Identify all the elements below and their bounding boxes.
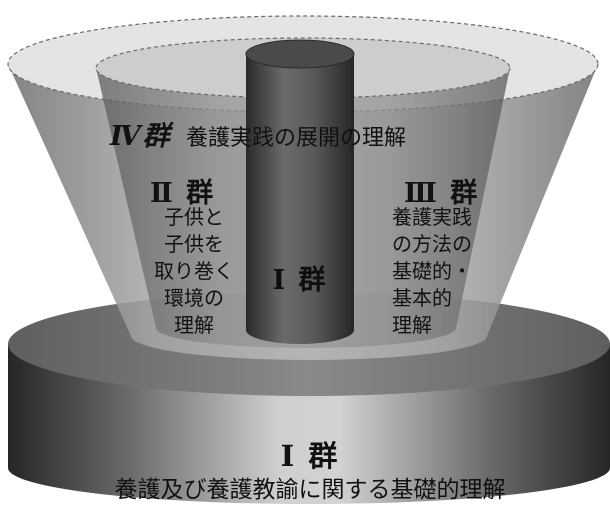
group3-line: の方法の	[392, 232, 472, 256]
group1-base-heading: Ⅰ 群	[280, 439, 340, 473]
group3-heading: Ⅲ 群	[404, 178, 480, 209]
group4-description: 養護実践の展開の理解	[186, 126, 407, 151]
central-pillar-top	[245, 39, 355, 69]
group3-line: 理解	[392, 313, 432, 337]
central-pillar	[246, 54, 354, 344]
group4-heading: Ⅳ群	[110, 121, 172, 152]
group3-line: 基本的	[392, 286, 452, 310]
group2-line: 子供を	[164, 232, 224, 256]
group2-line: 環境の	[164, 286, 224, 310]
group2-line: 理解	[174, 313, 214, 337]
group2-description: 子供と 子供を 取り巻く 環境の 理解	[138, 204, 250, 339]
group2-line: 取り巻く	[154, 259, 234, 283]
group3-description: 養護実践 の方法の 基礎的・ 基本的 理解	[392, 204, 472, 339]
group2-line: 子供と	[164, 205, 224, 229]
group2-heading: Ⅱ 群	[150, 178, 216, 209]
group1-pillar-heading: Ⅰ 群	[272, 265, 328, 296]
group3-line: 養護実践	[392, 205, 472, 229]
group1-base-description: 養護及び養護教諭に関する基礎的理解	[114, 477, 506, 503]
group3-line: 基礎的・	[392, 259, 472, 283]
